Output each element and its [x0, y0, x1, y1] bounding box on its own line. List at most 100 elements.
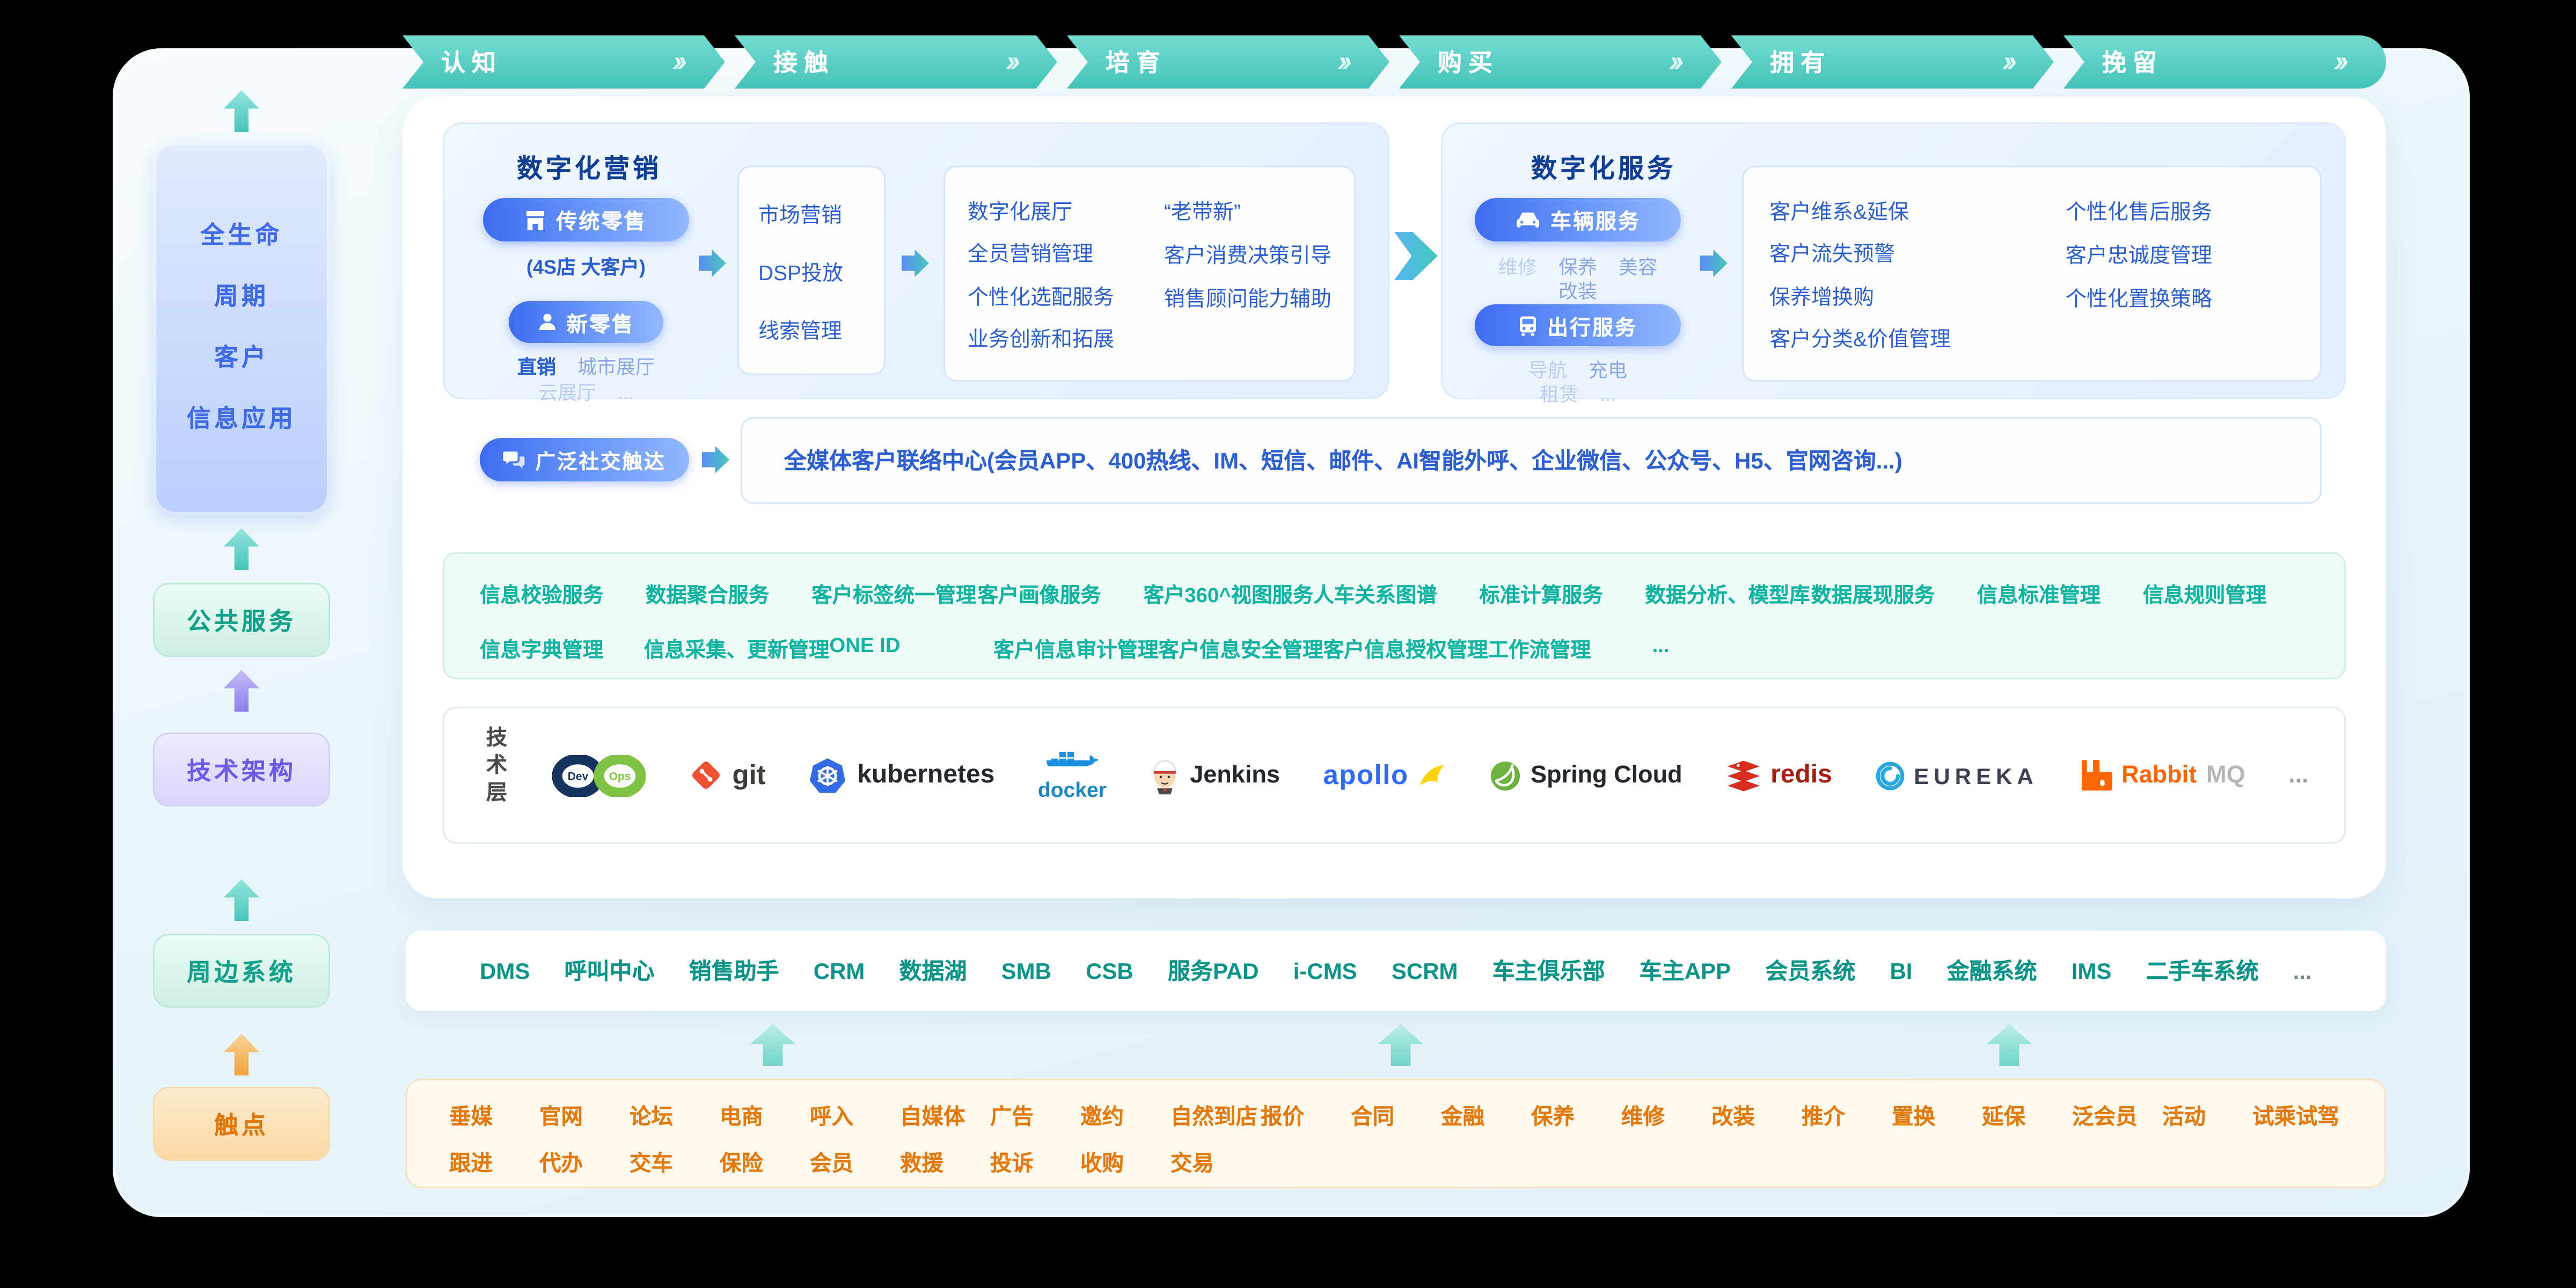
traditional-retail-button[interactable]: 传统零售 [483, 198, 689, 241]
marketing-capability-col2: “老带新”客户消费决策引导销售顾问能力辅助 [1164, 188, 1331, 359]
touchpoint-item: 代办 [539, 1151, 583, 1175]
double-chevron-icon: ›› [670, 45, 687, 77]
stage-tab[interactable]: 购买 ›› [1399, 35, 1722, 89]
service-capability-item: 个性化置换策略 [2066, 287, 2213, 311]
stage-tab[interactable]: 认知 ›› [402, 35, 725, 89]
touchpoint-item: 交车 [630, 1151, 673, 1175]
traditional-retail-label: 传统零售 [556, 209, 647, 233]
vehicle-sub-refit: 改装 [1558, 280, 1597, 303]
double-chevron-icon: ›› [1002, 45, 1019, 77]
travel-sub-charge: 充电 [1589, 359, 1628, 382]
new-retail-sub-cityhall: 城市展厅 [577, 356, 655, 378]
tech-logos: Dev Ops git kubernetes docker [552, 749, 2309, 802]
kubernetes-label: kubernetes [857, 760, 995, 788]
digital-marketing-title: 数字化营销 [517, 156, 662, 184]
public-service-item: ONE ID [829, 633, 901, 657]
travel-service-subs: 导航 充电 [1449, 356, 1707, 383]
sidebar-lifecycle-line: 周期 [214, 283, 269, 311]
vehicle-sub-repair: 维修 [1498, 256, 1537, 279]
touchpoint-item: 邀约 [1080, 1104, 1124, 1129]
double-chevron-icon: ›› [1334, 45, 1351, 77]
public-service-item: 信息采集、更新管理 [643, 638, 830, 662]
rabbitmq-label: Rabbit [2121, 762, 2197, 789]
vehicle-service-subs-2: 改装 [1449, 277, 1707, 304]
touchpoint-item: 保险 [720, 1151, 763, 1175]
rabbitmq-icon [2081, 760, 2112, 791]
sidebar-lifecycle-line: 全生命 [200, 222, 283, 250]
stage-tab[interactable]: 培育 ›› [1067, 35, 1389, 89]
stage-tab[interactable]: 拥有 ›› [1731, 35, 2054, 89]
touchpoint-item: 投诉 [990, 1151, 1034, 1175]
service-capability-item: 保养增换购 [1769, 284, 1875, 309]
peripheral-system-item: SCRM [1391, 958, 1458, 984]
storefront-icon [527, 210, 545, 230]
touchpoint-item: 交易 [1170, 1151, 1214, 1175]
peripheral-system-item: CSB [1086, 958, 1133, 984]
travel-service-button[interactable]: 出行服务 [1475, 304, 1681, 346]
touchpoint-item: 跟进 [449, 1151, 493, 1175]
jenkins-label: Jenkins [1190, 762, 1280, 789]
public-service-item: 标准计算服务 [1479, 583, 1603, 607]
tech-layer-label: 技术层 [483, 725, 507, 808]
sidebar-item-peripheral: 周边系统 [153, 934, 330, 1008]
sidebar-lifecycle-line: 客户 [214, 345, 269, 372]
docker-logo: docker [1038, 749, 1107, 802]
marketing-funnel-item: 市场营销 [758, 202, 843, 226]
social-reach-label: 广泛社交触达 [535, 451, 666, 473]
eureka-mark-icon [1875, 761, 1904, 789]
git-label: git [732, 759, 766, 790]
eureka-label: EUREKA [1914, 762, 2038, 788]
devops-logo: Dev Ops [552, 754, 646, 796]
double-chevron-icon: ›› [2331, 45, 2348, 77]
jenkins-butler-icon [1153, 759, 1176, 794]
touchpoint-item: 改装 [1711, 1104, 1755, 1129]
vehicle-sub-maintain: 保养 [1558, 256, 1597, 279]
marketing-capability-item: 个性化选配服务 [968, 284, 1115, 309]
social-reach-button[interactable]: 广泛社交触达 [480, 438, 689, 481]
new-retail-button[interactable]: 新零售 [509, 301, 663, 343]
tech-more-label: ... [2288, 762, 2309, 789]
public-service-item: 信息字典管理 [480, 638, 604, 662]
touchpoint-item: 会员 [810, 1151, 853, 1175]
stage-tab-label: 购买 [1437, 50, 1499, 77]
double-chevron-icon: ›› [1999, 45, 2016, 77]
marketing-capability-item: “老带新” [1163, 200, 1241, 224]
jenkins-logo: Jenkins [1150, 756, 1280, 795]
peripheral-system-item: SMB [1001, 958, 1052, 984]
sidebar-lifecycle-box: 全生命周期客户信息应用 [153, 142, 330, 515]
stage-tab[interactable]: 挽留 ›› [2063, 35, 2386, 89]
touchpoint-item: 官网 [539, 1104, 583, 1129]
vehicle-service-button[interactable]: 车辆服务 [1475, 198, 1681, 241]
public-service-item: 客户标签统一管理 [811, 583, 977, 607]
public-service-item: ... [1652, 633, 1670, 657]
touchpoints-row1: 垂媒官网论坛电商呼入自媒体广告邀约自然到店报价合同金融保养维修改装推介置换延保泛… [449, 1098, 2343, 1130]
sidebar-lifecycle-line: 信息应用 [186, 406, 296, 433]
touchpoint-item: 收购 [1080, 1151, 1124, 1175]
peripheral-system-item: i-CMS [1293, 958, 1357, 984]
redis-logo: redis [1725, 759, 1832, 792]
apollo-label: apollo [1323, 759, 1409, 790]
apollo-bird-icon [1419, 765, 1444, 786]
marketing-funnel-item: DSP投放 [758, 260, 844, 284]
stage-tab[interactable]: 接触 ›› [735, 35, 1057, 89]
peripheral-system-item: IMS [2071, 958, 2112, 984]
touchpoint-item: 电商 [720, 1104, 763, 1129]
marketing-capability-col1: 数字化展厅全员营销管理个性化选配服务业务创新和拓展 [968, 188, 1138, 359]
digital-service-panel: 数字化服务 车辆服务 维修 保养 美容 改装 出行服务 导航 充电 [1441, 122, 2346, 406]
travel-service-subs-2: 租赁 ... [1449, 380, 1707, 407]
peripheral-system-item: 销售助手 [689, 958, 779, 984]
peripheral-system-item: 二手车系统 [2146, 958, 2259, 984]
touchpoint-item: 置换 [1892, 1104, 1935, 1129]
touchpoint-item: 推介 [1802, 1104, 1845, 1129]
sidebar-item-tech-arch: 技术架构 [153, 733, 330, 807]
peripheral-system-item: 车主俱乐部 [1492, 958, 1605, 984]
peripheral-system-item: 会员系统 [1765, 958, 1856, 984]
stage-tab-label: 培育 [1105, 50, 1167, 77]
touchpoint-item: 金融 [1441, 1104, 1484, 1129]
touchpoints-row2: 跟进代办交车保险会员救援投诉收购交易 [449, 1145, 2343, 1177]
public-service-item: 客户画像服务 [977, 583, 1101, 607]
